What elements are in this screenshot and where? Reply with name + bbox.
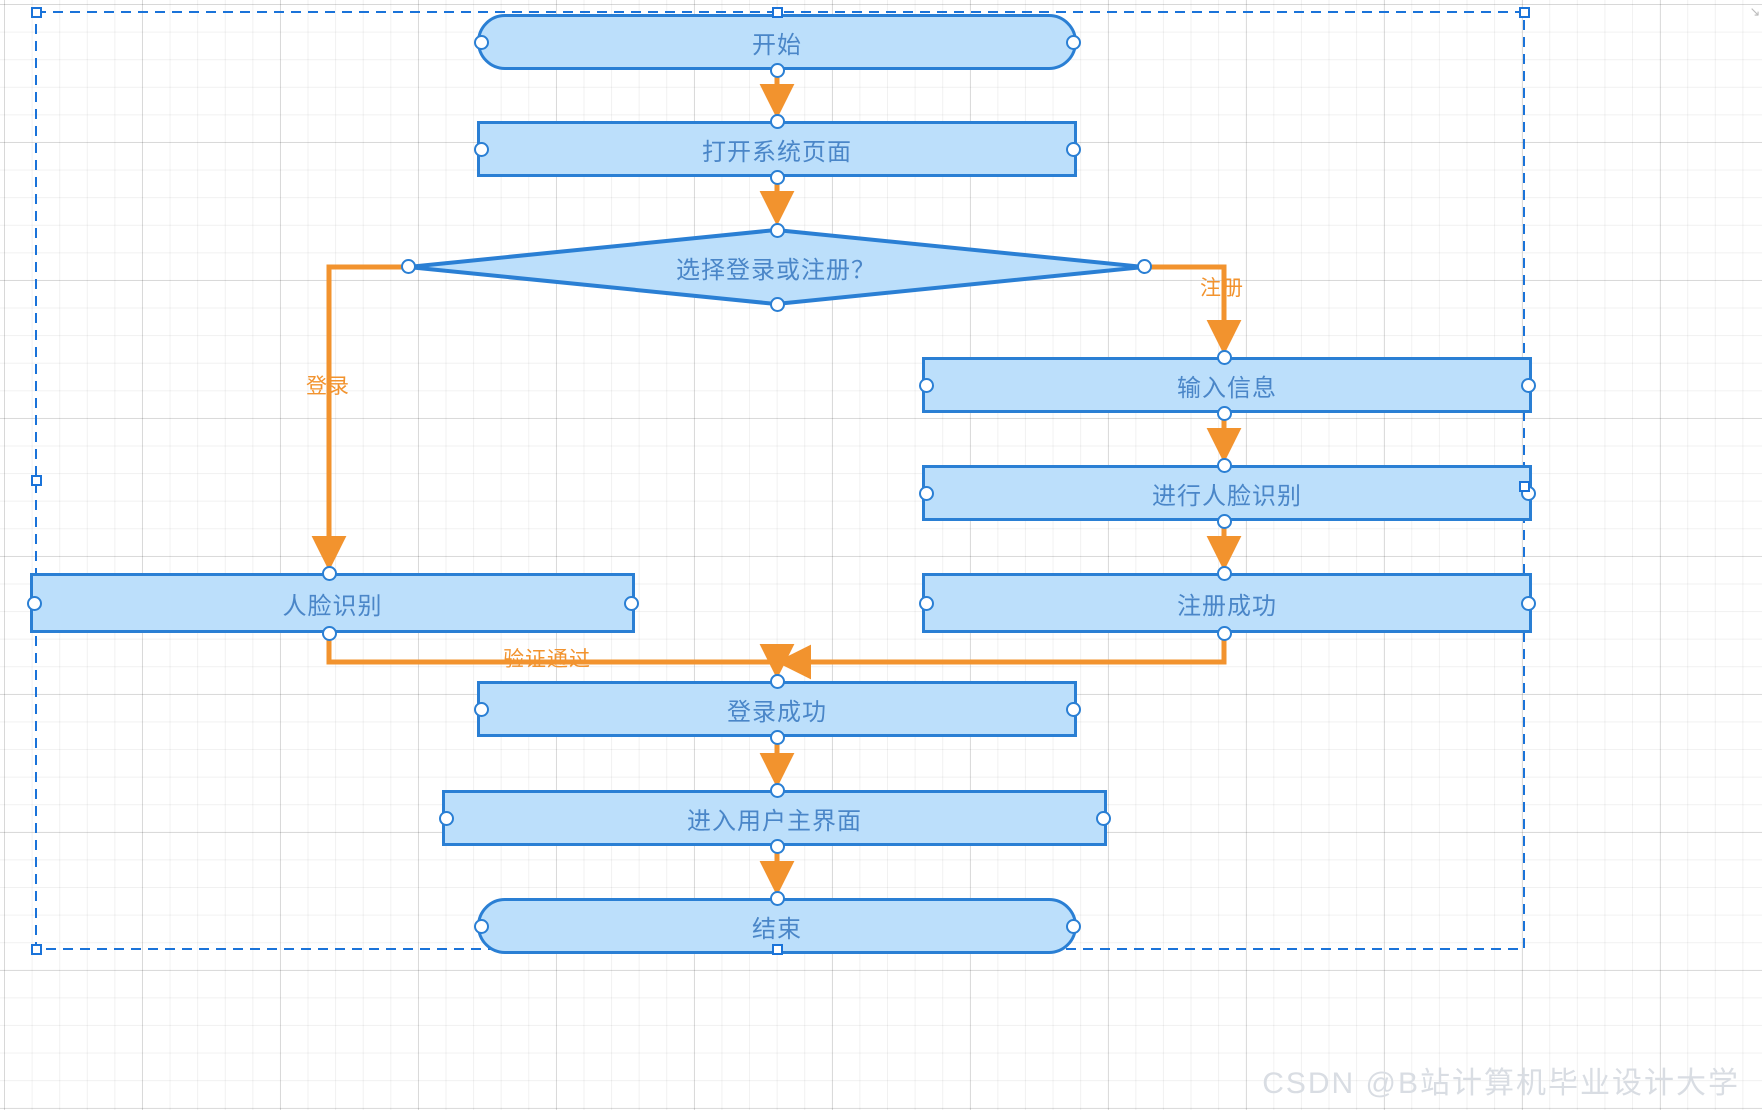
node-open-system-page[interactable]: 打开系统页面 bbox=[477, 121, 1077, 177]
csdn-watermark: CSDN @B站计算机毕业设计大学 bbox=[1262, 1067, 1740, 1100]
edge-label-login: 登录 bbox=[306, 375, 350, 398]
port-input-bottom[interactable] bbox=[1216, 405, 1232, 421]
node-enter-user-home[interactable]: 进入用户主界面 bbox=[442, 790, 1107, 846]
port-input-top[interactable] bbox=[1216, 349, 1232, 365]
port-faceLogin-right[interactable] bbox=[623, 595, 639, 611]
node-input-info[interactable]: 输入信息 bbox=[922, 357, 1532, 413]
port-facereg-bottom[interactable] bbox=[1216, 513, 1232, 529]
port-loginok-bottom[interactable] bbox=[769, 729, 785, 745]
node-start[interactable]: 开始 bbox=[477, 14, 1077, 70]
scroll-corner-icon[interactable]: ↘ bbox=[1749, 4, 1761, 19]
port-openpage-bottom[interactable] bbox=[769, 169, 785, 185]
selection-handle-bottom-left[interactable] bbox=[30, 943, 42, 955]
selection-handle-top-right[interactable] bbox=[1518, 6, 1530, 18]
port-openpage-left[interactable] bbox=[473, 141, 489, 157]
port-loginok-top[interactable] bbox=[769, 673, 785, 689]
edge-label-verified: 验证通过 bbox=[503, 648, 591, 671]
port-faceLogin-bottom[interactable] bbox=[321, 625, 337, 641]
node-register-success[interactable]: 注册成功 bbox=[922, 573, 1532, 633]
port-regok-left[interactable] bbox=[918, 595, 934, 611]
port-facereg-left[interactable] bbox=[918, 485, 934, 501]
port-userhome-bottom[interactable] bbox=[769, 838, 785, 854]
node-input-info-label: 输入信息 bbox=[1177, 374, 1277, 402]
port-start-bottom[interactable] bbox=[769, 62, 785, 78]
edge-choose-to-face bbox=[311, 264, 406, 571]
selection-handle-left[interactable] bbox=[30, 474, 42, 486]
port-regok-top[interactable] bbox=[1216, 565, 1232, 581]
port-choose-top[interactable] bbox=[769, 222, 785, 238]
node-open-system-page-label: 打开系统页面 bbox=[702, 138, 852, 166]
selection-handle-top[interactable] bbox=[771, 6, 783, 18]
port-start-right[interactable] bbox=[1065, 34, 1081, 50]
port-choose-right[interactable] bbox=[1136, 258, 1152, 274]
node-face-recognition-label: 人脸识别 bbox=[282, 592, 383, 620]
port-end-left[interactable] bbox=[473, 918, 489, 934]
port-loginok-left[interactable] bbox=[473, 701, 489, 717]
node-face-recognition[interactable]: 人脸识别 bbox=[30, 573, 635, 633]
edge-regok-to-loginok bbox=[776, 633, 1227, 680]
port-regok-bottom[interactable] bbox=[1216, 625, 1232, 641]
port-faceLogin-left[interactable] bbox=[26, 595, 42, 611]
node-register-success-label: 注册成功 bbox=[1177, 592, 1277, 620]
port-faceLogin-top[interactable] bbox=[321, 565, 337, 581]
selection-handle-bottom[interactable] bbox=[771, 943, 783, 955]
port-openpage-top[interactable] bbox=[769, 113, 785, 129]
port-end-top[interactable] bbox=[769, 890, 785, 906]
node-choose-login-or-register-label: 选择登录或注册？ bbox=[676, 256, 876, 284]
selection-handle-right[interactable] bbox=[1518, 480, 1530, 492]
node-login-success-label: 登录成功 bbox=[727, 698, 827, 726]
node-enter-user-home-label: 进入用户主界面 bbox=[687, 807, 862, 835]
port-input-right[interactable] bbox=[1520, 377, 1536, 393]
port-loginok-right[interactable] bbox=[1065, 701, 1081, 717]
port-start-left[interactable] bbox=[473, 34, 489, 50]
port-openpage-right[interactable] bbox=[1065, 141, 1081, 157]
node-perform-face-recognition[interactable]: 进行人脸识别 bbox=[922, 465, 1532, 521]
port-end-right[interactable] bbox=[1065, 918, 1081, 934]
node-perform-face-recognition-label: 进行人脸识别 bbox=[1152, 482, 1302, 510]
port-userhome-left[interactable] bbox=[438, 810, 454, 826]
edge-label-register: 注册 bbox=[1200, 277, 1244, 300]
port-choose-bottom[interactable] bbox=[769, 296, 785, 312]
node-end-label: 结束 bbox=[752, 915, 802, 943]
node-choose-login-or-register[interactable]: 选择登录或注册？ bbox=[406, 228, 1146, 306]
port-userhome-right[interactable] bbox=[1095, 810, 1111, 826]
port-input-left[interactable] bbox=[918, 377, 934, 393]
port-userhome-top[interactable] bbox=[769, 782, 785, 798]
node-login-success[interactable]: 登录成功 bbox=[477, 681, 1077, 737]
node-start-label: 开始 bbox=[752, 31, 802, 59]
port-facereg-top[interactable] bbox=[1216, 457, 1232, 473]
port-choose-left[interactable] bbox=[400, 258, 416, 274]
selection-handle-top-left[interactable] bbox=[30, 6, 42, 18]
port-regok-right[interactable] bbox=[1520, 595, 1536, 611]
